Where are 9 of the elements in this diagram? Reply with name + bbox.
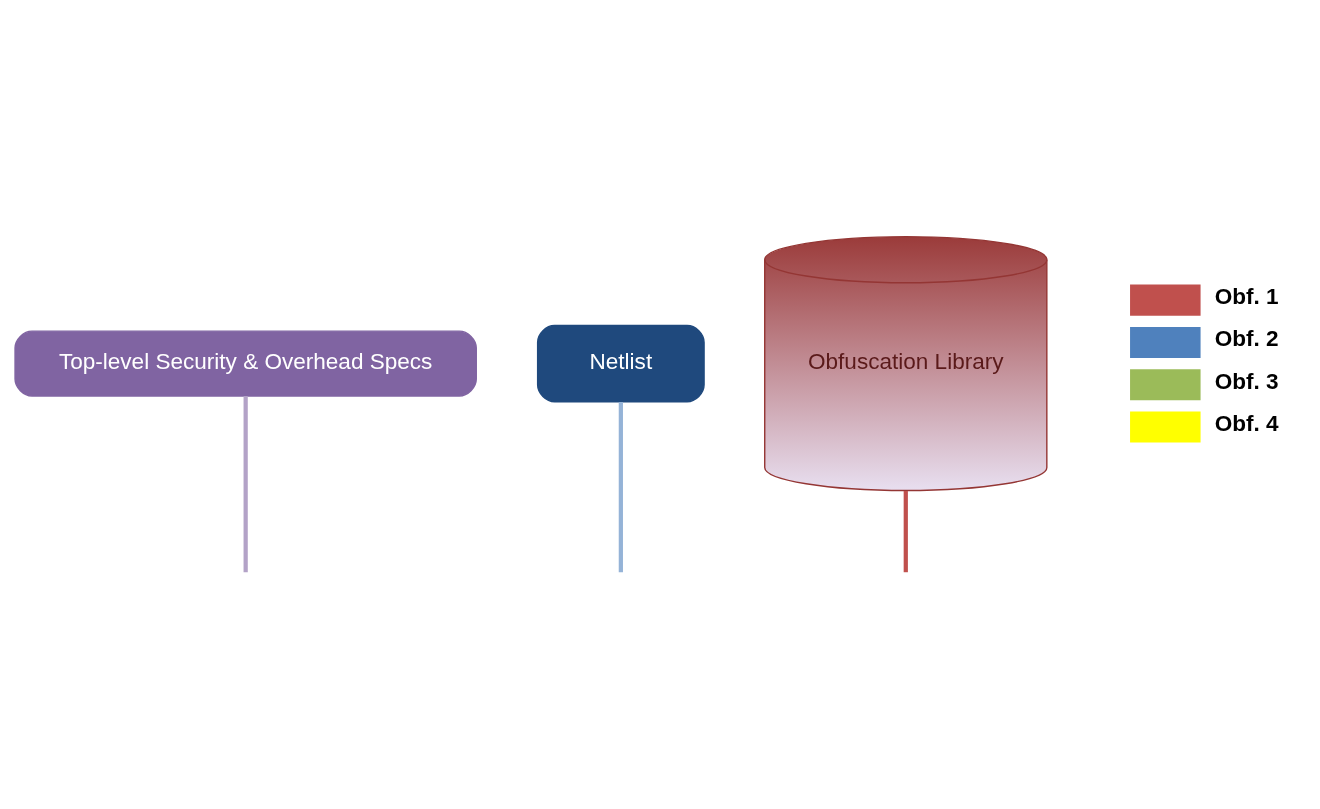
connector — [243, 395, 248, 572]
connector — [903, 490, 908, 572]
legend-label: Obf. 4 — [1214, 410, 1279, 436]
legend-label: Obf. 2 — [1214, 325, 1279, 351]
legend-label: Obf. 3 — [1214, 368, 1279, 394]
node-box: Top-level Security & Overhead Specs — [14, 329, 477, 397]
node-box: Netlist — [536, 324, 705, 402]
legend-label: Obf. 1 — [1214, 283, 1279, 309]
connector — [618, 401, 623, 572]
